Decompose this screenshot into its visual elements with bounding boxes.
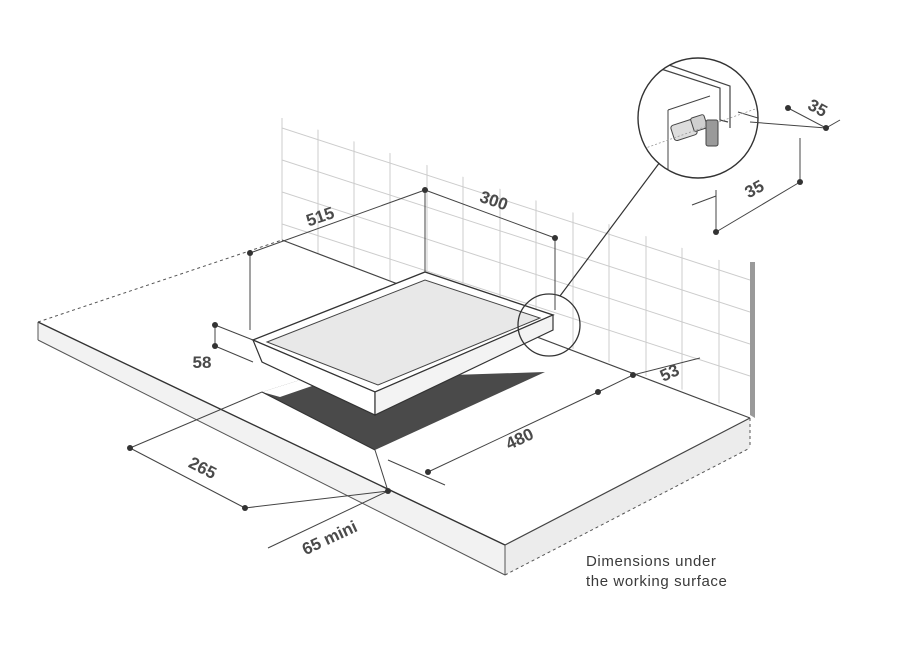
dimension-label-58: 58 — [193, 353, 212, 372]
hob-appliance — [251, 271, 555, 416]
dimension-label-35-side: 35 — [805, 95, 831, 121]
connection-highlight-circle — [517, 161, 661, 357]
note-line-1: Dimensions under — [586, 553, 717, 570]
dimension-lines — [129, 107, 841, 549]
dimension-label-35-front: 35 — [742, 176, 768, 202]
note-line-2: the working surface — [586, 573, 728, 590]
dimensions-note: Dimensions under the working surface — [586, 552, 806, 592]
connection-detail-inset — [637, 57, 759, 179]
dimension-label-265: 265 — [186, 453, 220, 483]
dimension-endpoints — [127, 105, 829, 511]
dimension-label-65-mini: 65 mini — [299, 517, 360, 559]
